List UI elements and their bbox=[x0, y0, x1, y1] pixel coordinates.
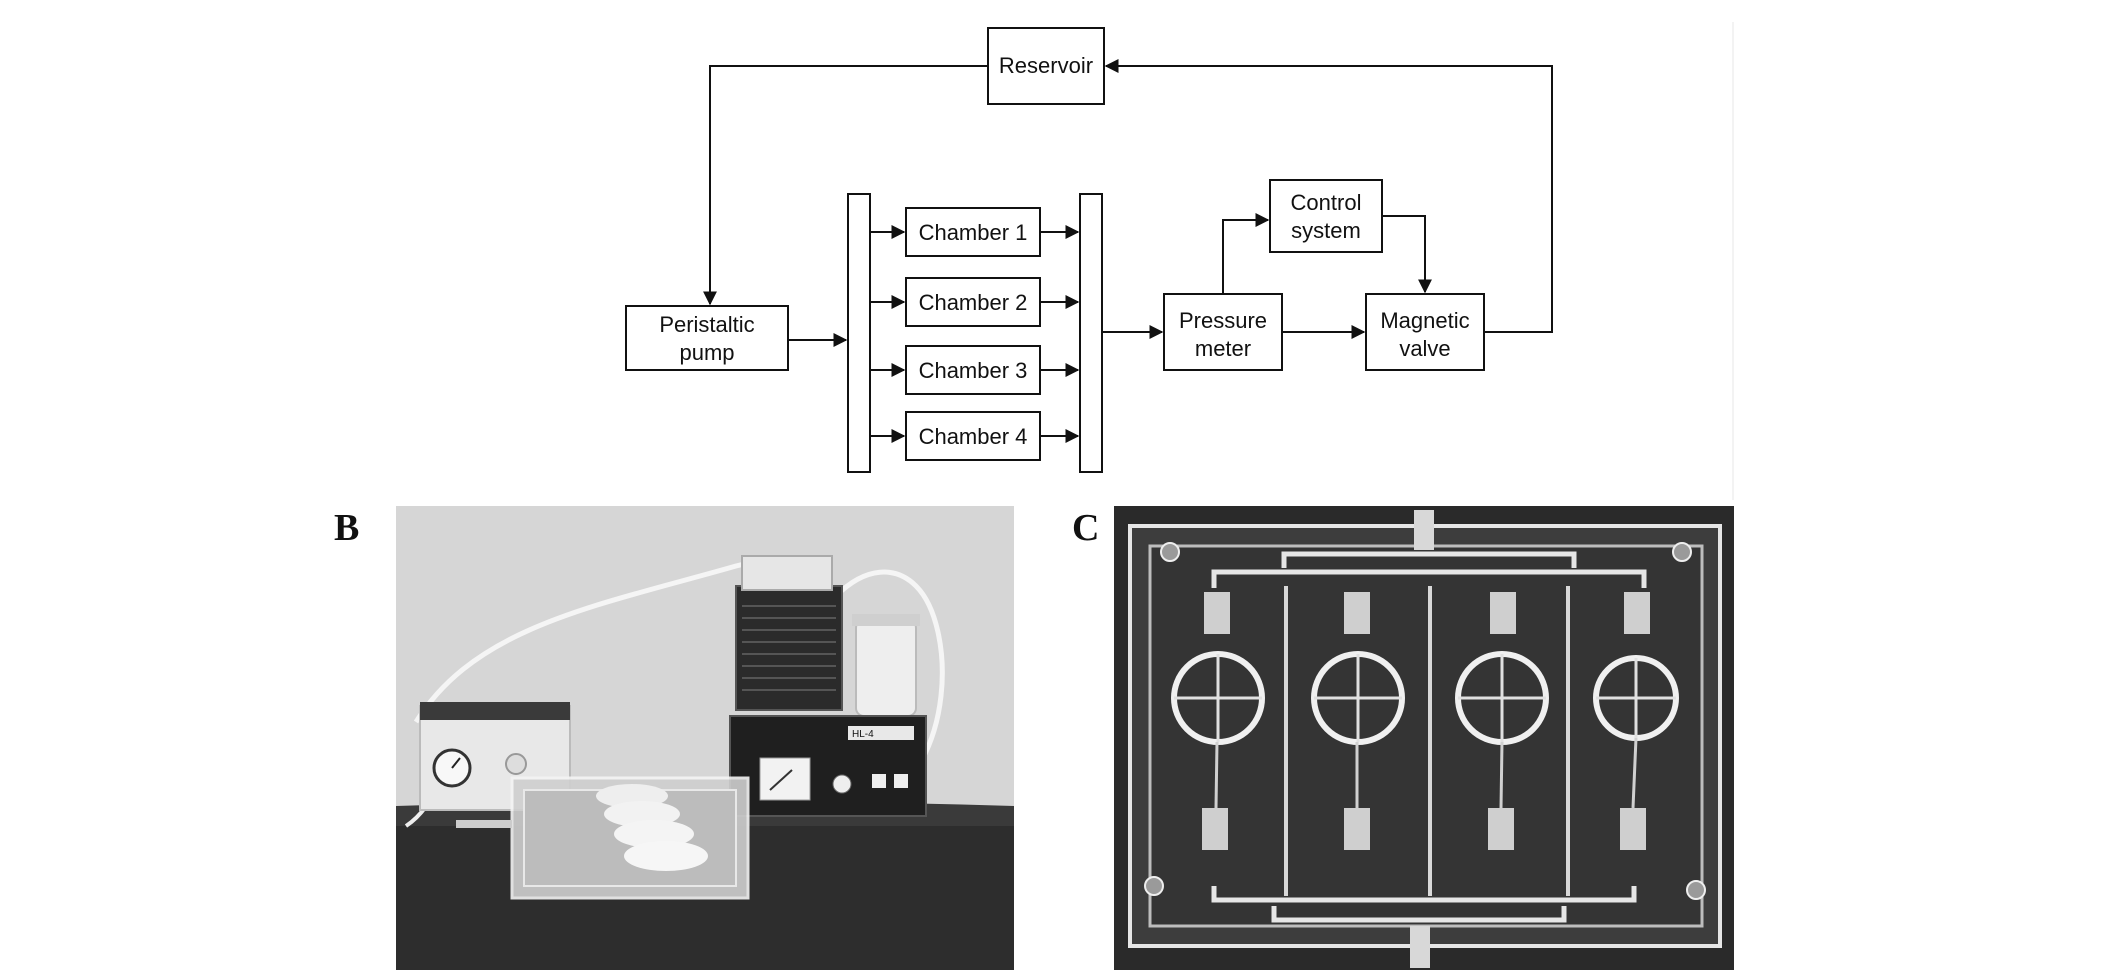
photo-four-chamber-device bbox=[1114, 506, 1734, 970]
chamber-3-label: Chamber 3 bbox=[919, 358, 1028, 383]
chamber-4-node: Chamber 4 bbox=[905, 411, 1041, 461]
reservoir-node: Reservoir bbox=[987, 27, 1105, 105]
reservoir-to-pump-arrow bbox=[703, 65, 988, 306]
control-system-node: Control system bbox=[1269, 179, 1383, 253]
peristaltic-pump-node: Peristaltic pump bbox=[625, 305, 789, 371]
valve-label-line2: valve bbox=[1399, 336, 1450, 361]
pressure-label-line1: Pressure bbox=[1179, 308, 1267, 333]
magnetic-valve-node: Magnetic valve bbox=[1365, 293, 1485, 371]
pressure-label-line2: meter bbox=[1195, 336, 1251, 361]
reservoir-label: Reservoir bbox=[999, 53, 1093, 78]
flow-diagram: Reservoir Peristaltic pump Chamber 1 Cha… bbox=[625, 22, 1734, 500]
photo-perfusion-setup: HL-4 bbox=[396, 506, 1014, 970]
control-to-valve-arrow bbox=[1382, 215, 1432, 294]
chamber-1-node: Chamber 1 bbox=[905, 207, 1041, 257]
panel-label-b: B bbox=[334, 507, 360, 549]
valve-label-line1: Magnetic bbox=[1380, 308, 1469, 333]
control-label-line2: system bbox=[1291, 218, 1361, 243]
chamber-3-node: Chamber 3 bbox=[905, 345, 1041, 395]
chamber-4-label: Chamber 4 bbox=[919, 424, 1028, 449]
inlet-manifold bbox=[847, 193, 871, 473]
chamber-1-label: Chamber 1 bbox=[919, 220, 1028, 245]
valve-to-reservoir-arrow bbox=[1104, 59, 1553, 333]
controller-model-label: HL-4 bbox=[852, 729, 874, 740]
chamber-2-label: Chamber 2 bbox=[919, 290, 1028, 315]
pressure-to-control-arrow bbox=[1222, 213, 1270, 294]
panel-label-c: C bbox=[1072, 507, 1100, 549]
pressure-meter-node: Pressure meter bbox=[1163, 293, 1283, 371]
chamber-2-node: Chamber 2 bbox=[905, 277, 1041, 327]
outlet-manifold bbox=[1079, 193, 1103, 473]
control-label-line1: Control bbox=[1291, 190, 1362, 215]
pump-label-line2: pump bbox=[679, 340, 734, 365]
pump-label-line1: Peristaltic bbox=[659, 312, 754, 337]
